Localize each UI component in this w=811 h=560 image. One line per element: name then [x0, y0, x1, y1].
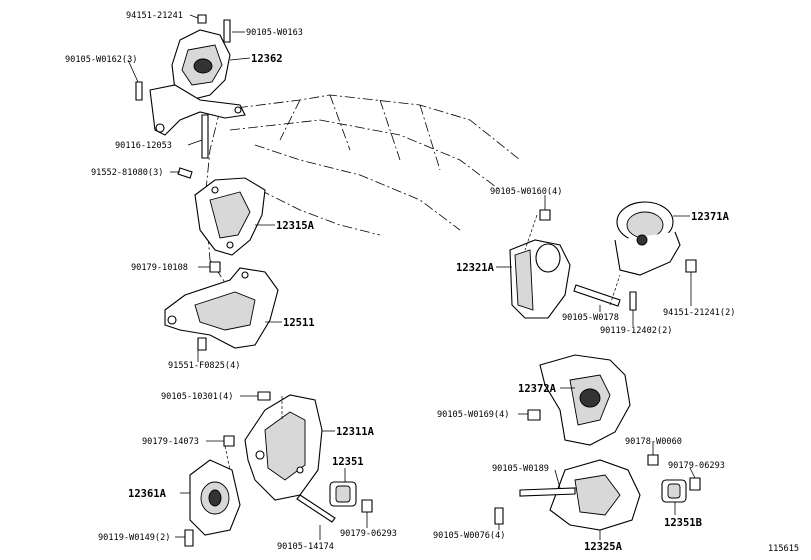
label-90105-10301: 90105-10301(4) [161, 392, 233, 402]
label-91551-f0825: 91551-F0825(4) [168, 361, 240, 371]
mount-12362 [135, 14, 246, 159]
bracket-12315a [177, 167, 266, 273]
insulator-12351b [661, 477, 701, 503]
label-12362: 12362 [251, 53, 283, 65]
label-90116-12053: 90116-12053 [115, 141, 172, 151]
label-90105-w0189: 90105-W0189 [492, 464, 549, 474]
label-12371a: 12371A [691, 211, 730, 223]
part-labels: 94151-21241 90105-W0163 90105-W0162(3) 1… [65, 11, 799, 554]
engine-outline [204, 94, 521, 291]
diagram-id: 115615 [768, 544, 799, 554]
label-90179-10108: 90179-10108 [131, 263, 188, 273]
insulator-12351 [296, 481, 373, 523]
label-91552-81080: 91552-81080(3) [91, 168, 163, 178]
label-90119-w0149: 90119-W0149(2) [98, 533, 170, 543]
bracket-12311a [223, 391, 323, 501]
label-90105-w0169: 90105-W0169(4) [437, 410, 509, 420]
label-12315a: 12315A [276, 220, 315, 232]
bracket-12321a [509, 209, 637, 319]
label-12511: 12511 [283, 317, 315, 329]
label-94151-21241-side: 94151-21241(2) [663, 308, 735, 318]
label-90178-w0060: 90178-W0060 [625, 437, 682, 447]
label-12351b: 12351B [664, 517, 702, 529]
label-90179-06293-right: 90179-06293 [668, 461, 725, 471]
label-90105-w0076: 90105-W0076(4) [433, 531, 505, 541]
label-12351: 12351 [332, 456, 364, 468]
label-90105-14174: 90105-14174 [277, 542, 334, 552]
label-12325a: 12325A [584, 541, 623, 553]
label-94151-21241-top: 94151-21241 [126, 11, 183, 21]
label-90105-w0162: 90105-W0162(3) [65, 55, 137, 65]
label-12311a: 12311A [336, 426, 375, 438]
mount-12371a [614, 201, 697, 276]
label-90179-14073: 90179-14073 [142, 437, 199, 447]
label-90119-12402: 90119-12402(2) [600, 326, 672, 336]
label-12361a: 12361A [128, 488, 167, 500]
label-12372a: 12372A [518, 383, 557, 395]
mount-12361a [184, 459, 241, 547]
label-90105-w0163: 90105-W0163 [246, 28, 303, 38]
bracket-12511 [164, 267, 279, 351]
bracket-12372a [527, 354, 631, 446]
label-90179-06293-left: 90179-06293 [340, 529, 397, 539]
label-90105-w0160: 90105-W0160(4) [490, 187, 562, 197]
bracket-12325a [494, 454, 659, 531]
leader-lines [127, 14, 696, 540]
label-12321a: 12321A [456, 262, 495, 274]
label-90105-w0178: 90105-W0178 [562, 313, 619, 323]
